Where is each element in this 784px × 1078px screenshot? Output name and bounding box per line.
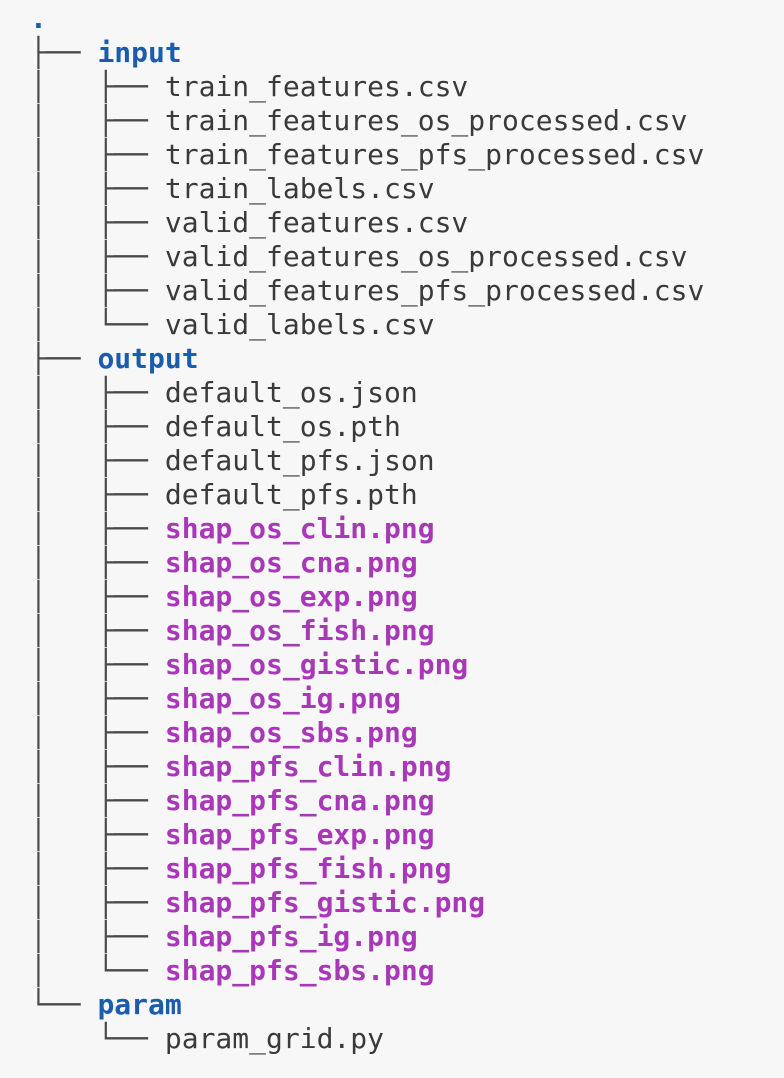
tree-file-name: shap_os_exp.png	[164, 580, 418, 613]
tree-branch-prefix: │ ├──	[30, 104, 165, 137]
tree-branch-prefix: │ ├──	[30, 478, 165, 511]
tree-branch-prefix: ├──	[30, 36, 98, 69]
tree-file-name: default_pfs.pth	[164, 478, 418, 511]
tree-file-name: param_grid.py	[164, 1022, 385, 1055]
tree-file-name: shap_pfs_exp.png	[164, 818, 435, 851]
tree-branch-prefix: │ ├──	[30, 410, 165, 443]
tree-branch-prefix: │ ├──	[30, 886, 165, 919]
tree-branch-prefix: │ ├──	[30, 172, 165, 205]
tree-file-name: shap_os_fish.png	[164, 614, 435, 647]
tree-branch-prefix: │ ├──	[30, 784, 165, 817]
tree-branch-prefix: │ └──	[30, 954, 165, 987]
tree-file-name: default_pfs.json	[164, 444, 435, 477]
tree-file-name: shap_pfs_ig.png	[164, 920, 418, 953]
tree-file-name: train_features.csv	[164, 70, 469, 103]
tree-branch-prefix: │ ├──	[30, 920, 165, 953]
tree-branch-prefix: │ ├──	[30, 648, 165, 681]
tree-directory-name: .	[30, 2, 47, 35]
tree-file-name: shap_os_clin.png	[164, 512, 435, 545]
tree-file-name: shap_pfs_fish.png	[164, 852, 452, 885]
tree-branch-prefix: │ ├──	[30, 750, 165, 783]
tree-branch-prefix: │ ├──	[30, 716, 165, 749]
tree-branch-prefix: │ ├──	[30, 580, 165, 613]
tree-file-name: train_features_pfs_processed.csv	[164, 138, 705, 171]
tree-file-name: valid_features_os_processed.csv	[164, 240, 688, 273]
tree-branch-prefix: │ ├──	[30, 376, 165, 409]
tree-file-name: shap_os_gistic.png	[164, 648, 469, 681]
tree-branch-prefix: │ ├──	[30, 614, 165, 647]
tree-file-name: shap_os_sbs.png	[164, 716, 418, 749]
tree-branch-prefix: │ ├──	[30, 206, 165, 239]
tree-branch-prefix: │ ├──	[30, 546, 165, 579]
tree-file-name: train_features_os_processed.csv	[164, 104, 688, 137]
tree-file-name: train_labels.csv	[164, 172, 435, 205]
tree-file-name: shap_pfs_clin.png	[164, 750, 452, 783]
tree-file-name: default_os.pth	[164, 410, 401, 443]
tree-branch-prefix: │ └──	[30, 308, 165, 341]
tree-directory-name: output	[97, 342, 199, 375]
tree-file-name: shap_os_ig.png	[164, 682, 401, 715]
tree-file-name: default_os.json	[164, 376, 418, 409]
tree-directory-name: param	[97, 988, 182, 1021]
tree-branch-prefix: │ ├──	[30, 852, 165, 885]
tree-branch-prefix: │ ├──	[30, 240, 165, 273]
tree-file-name: shap_os_cna.png	[164, 546, 418, 579]
tree-file-name: shap_pfs_sbs.png	[164, 954, 435, 987]
tree-file-name: shap_pfs_cna.png	[164, 784, 435, 817]
tree-branch-prefix: ├──	[30, 342, 98, 375]
tree-branch-prefix: │ ├──	[30, 70, 165, 103]
tree-branch-prefix: └──	[30, 1022, 165, 1055]
tree-branch-prefix: └──	[30, 988, 98, 1021]
tree-file-name: valid_labels.csv	[164, 308, 435, 341]
tree-branch-prefix: │ ├──	[30, 682, 165, 715]
tree-branch-prefix: │ ├──	[30, 444, 165, 477]
tree-output: . ├── input │ ├── train_features.csv │ ├…	[30, 2, 705, 1055]
tree-branch-prefix: │ ├──	[30, 274, 165, 307]
tree-file-name: valid_features.csv	[164, 206, 469, 239]
tree-branch-prefix: │ ├──	[30, 818, 165, 851]
tree-branch-prefix: │ ├──	[30, 512, 165, 545]
tree-directory-name: input	[97, 36, 182, 69]
tree-file-name: valid_features_pfs_processed.csv	[164, 274, 705, 307]
tree-branch-prefix: │ ├──	[30, 138, 165, 171]
tree-file-name: shap_pfs_gistic.png	[164, 886, 486, 919]
